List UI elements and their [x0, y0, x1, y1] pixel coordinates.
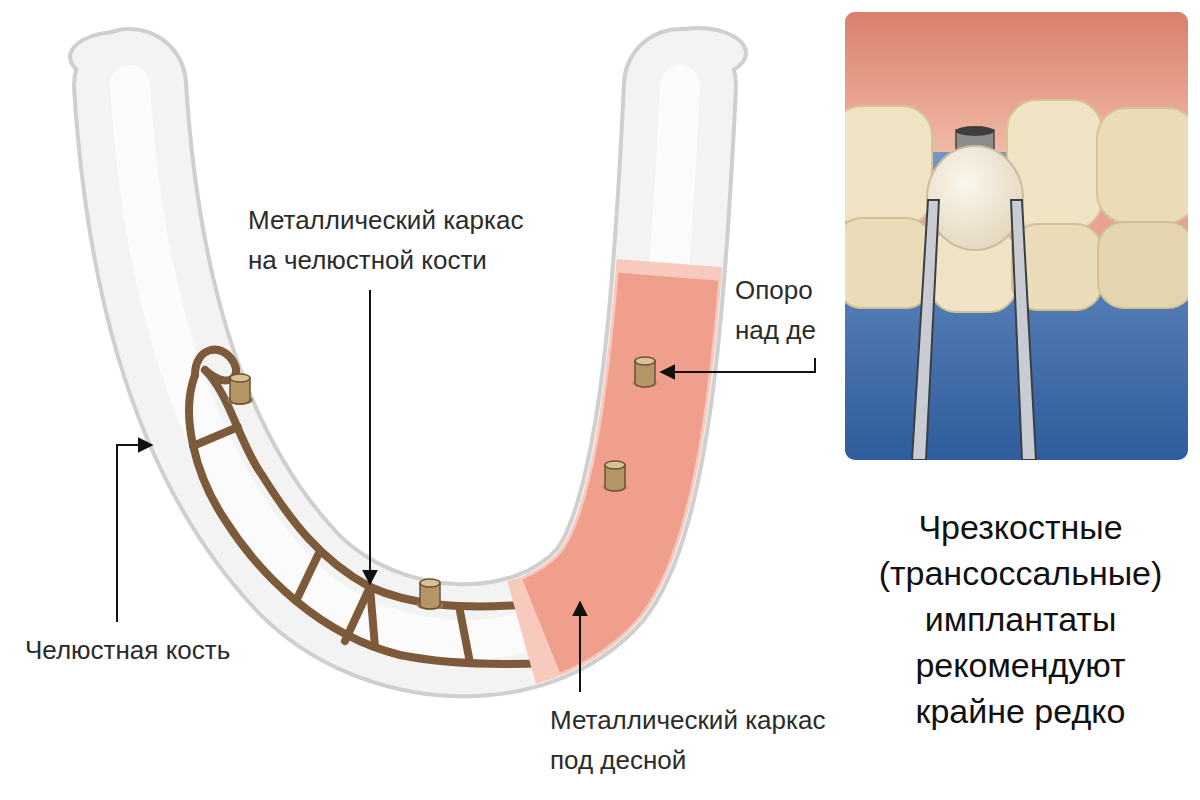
post-top [230, 374, 250, 382]
frame-rail [205, 370, 545, 606]
post-top [635, 357, 655, 365]
frame-bar [193, 427, 238, 446]
abutment-post [417, 579, 443, 610]
photo-tooth [1098, 222, 1188, 308]
bone-outline [130, 85, 680, 640]
gum [130, 85, 680, 640]
leader-arrow [117, 445, 152, 622]
abutment-post [602, 461, 628, 492]
photo-tooth [845, 218, 932, 308]
gum-edge [130, 85, 680, 640]
callout-label: Челюстная кость [25, 630, 230, 670]
photo-tooth [1097, 108, 1188, 223]
tweezers-arm [912, 200, 939, 460]
implant-crown [927, 146, 1023, 250]
frame-loop [195, 350, 236, 381]
frame-bar [345, 587, 370, 641]
mandible [68, 26, 748, 664]
jaw-bone [130, 85, 680, 640]
abutment-post [227, 374, 253, 405]
abutment-post [632, 357, 658, 388]
frame-bar [460, 611, 470, 663]
frame-bar [296, 555, 318, 601]
implant-top [956, 126, 994, 136]
tweezers-arm [1011, 200, 1036, 460]
callout-label: Металлический каркас на челюстной кости [248, 200, 548, 280]
leader-arrow [661, 358, 815, 372]
leader-arrow [579, 602, 581, 692]
callout-label: Опоро над де [735, 270, 835, 350]
tooth-photo [845, 12, 1188, 460]
callout-label: Металлический каркас под десной [550, 700, 850, 780]
frame-bar [370, 587, 375, 647]
post-top [420, 579, 440, 587]
post-top [605, 461, 625, 469]
frame-rail [189, 375, 545, 664]
metal-frame [189, 350, 545, 664]
bone-highlight [130, 85, 680, 640]
photo-tooth [845, 106, 932, 226]
leader-arrow [369, 290, 371, 584]
caption-text: Чрезкостные (трансоссальные) имплантаты … [864, 504, 1177, 734]
leader-lines [117, 290, 815, 692]
